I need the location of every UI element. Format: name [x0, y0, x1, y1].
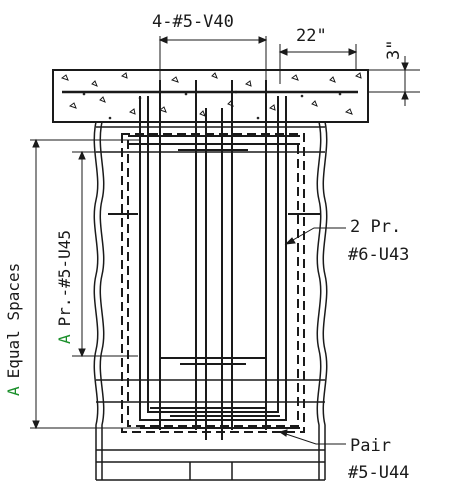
u45-ties: [108, 135, 320, 429]
concrete-hatch: [60, 72, 362, 120]
vertical-bars-v40: [159, 80, 267, 440]
slab: [52, 69, 369, 123]
leader-u44: [278, 429, 346, 445]
pair-label-line1: Pair: [350, 436, 391, 456]
slab-outline: [52, 69, 369, 123]
pier-right-edge-inner: [316, 121, 322, 480]
dimension-22: [278, 44, 358, 84]
side-bars-label-line1: 2 Pr.: [350, 217, 401, 237]
u45-letter: A: [55, 334, 74, 344]
top-bars-label: 4-#5-V40: [152, 12, 234, 32]
pier-body: [93, 121, 328, 481]
pair-label-line2: #5-U44: [348, 463, 409, 483]
dimension-u45: [72, 150, 138, 358]
equal-spaces-letter: A: [4, 386, 23, 396]
side-bars-label-line2: #6-U43: [348, 245, 409, 265]
dimension-top-bars: [158, 36, 268, 80]
dimension-22-label: 22": [296, 26, 327, 46]
pier-left-edge: [93, 121, 99, 480]
u43-bars: [139, 96, 287, 421]
u45-label: A Pr.-#5-U45: [55, 230, 74, 344]
equal-spaces-label: A Equal Spaces: [4, 263, 23, 396]
dimension-3: [368, 56, 420, 106]
leader-u43: [284, 227, 346, 245]
u45-text: Pr.-#5-U45: [55, 230, 74, 326]
dimension-3-label: 3": [384, 40, 404, 60]
pier-right-edge: [322, 121, 328, 480]
u44-bars: [108, 133, 314, 433]
equal-spaces-text: Equal Spaces: [4, 263, 23, 379]
dimension-equal-spaces: [30, 138, 140, 430]
pier-left-edge-inner: [99, 121, 105, 480]
